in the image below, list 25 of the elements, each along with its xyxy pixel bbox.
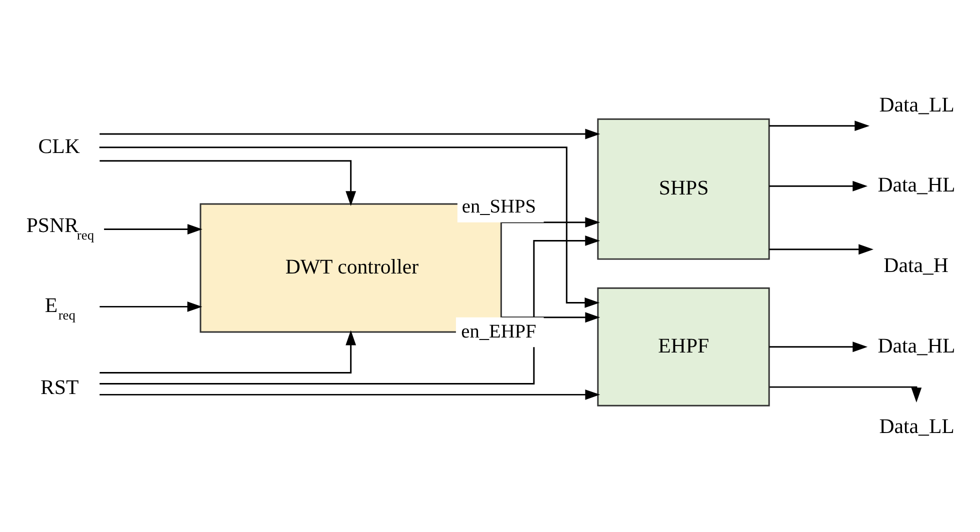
arrow [100,128,600,139]
arrow [769,341,868,352]
node-text: Data_HL [878,172,956,196]
arrow [100,388,600,400]
node-text: Data_H [884,252,948,277]
arrow [769,120,870,131]
node-text: Data_HL [878,332,956,357]
node-text: CLK [38,133,80,158]
node-text: RST [40,374,79,399]
arrow [104,224,202,234]
arrow [100,234,600,384]
arrow [769,244,874,254]
arrow [99,146,600,308]
node-box: EHPF [597,286,770,406]
node-text: Data_LL [879,413,954,438]
arrow [769,180,868,191]
arrow [770,386,922,402]
arrow [100,300,202,312]
node-box: SHPS [597,118,770,260]
arrow [502,216,600,228]
node-text: PSNR$_{req}$ [26,212,94,242]
arrow [100,330,356,373]
node-text: E$_{req}$ [44,292,76,322]
arrow [100,160,356,206]
node-text: Data_LL [879,92,954,116]
